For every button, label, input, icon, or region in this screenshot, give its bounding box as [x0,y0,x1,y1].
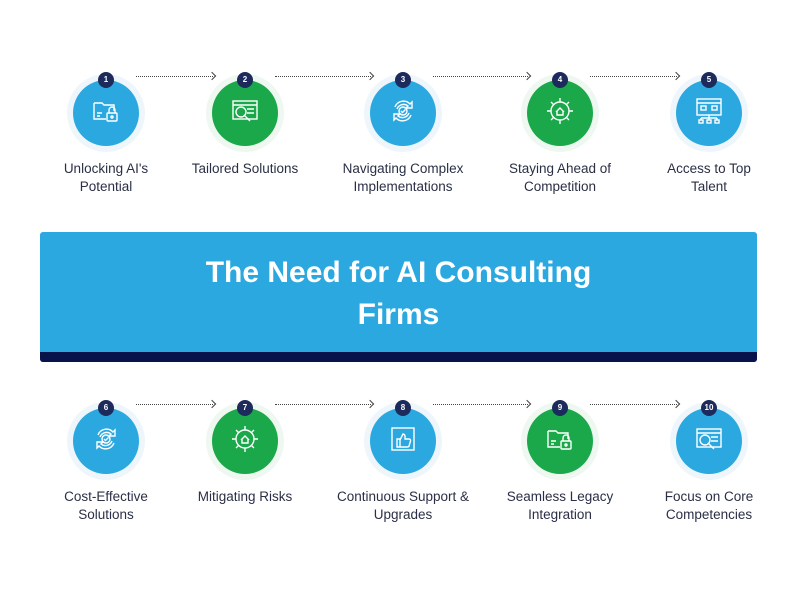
step-label-line-2: Talent [690,179,728,194]
step-label-line-1: Focus on Core [664,489,754,504]
step-icon-circle [212,80,278,146]
step-icon-circle [73,80,139,146]
step-label-line-2: Competition [523,179,597,194]
step-label-line-2: Potential [79,179,133,194]
arrow-connector [433,404,528,405]
arrow-connector [136,404,213,405]
sitemap-icon [693,95,725,132]
folder-lock-icon [90,95,122,132]
browser-search-icon [229,95,261,132]
step-label-line-1: Navigating Complex [342,161,464,176]
step-label-line-2: Solutions [78,507,134,522]
step-icon-circle [676,80,742,146]
title-line-2: Firms [357,298,440,331]
folder-lock-icon [544,423,576,460]
step-number-badge: 7 [237,400,253,416]
step-label-line-2: Integration [528,507,592,522]
step-label-line-1: Tailored Solutions [191,161,299,176]
step-label-line-1: Cost-Effective [64,489,148,504]
page-title: The Need for AI Consulting Firms [40,252,757,336]
step-icon-circle [676,408,742,474]
step-label-line-2: Implementations [353,179,453,194]
step-number-badge: 10 [701,400,717,416]
thumbs-up-icon [387,423,419,460]
step-label-line-2: Upgrades [373,507,433,522]
step-number-badge: 1 [98,72,114,88]
step-label-line-1: Unlocking AI's [63,161,149,176]
arrow-connector [275,404,371,405]
step-label-line-1: Continuous Support & [336,489,470,504]
title-banner: The Need for AI Consulting Firms [40,232,757,362]
arrow-connector [590,404,677,405]
step-label: Tailored Solutions [165,160,325,178]
step-number-badge: 3 [395,72,411,88]
arrow-connector [590,76,677,77]
browser-search-icon [693,423,725,460]
step-number-badge: 8 [395,400,411,416]
step-label: Mitigating Risks [165,488,325,506]
step-icon-circle [370,80,436,146]
step-number-badge: 4 [552,72,568,88]
step-label-line-2: Competencies [665,507,753,522]
step-icon-circle [527,80,593,146]
refresh-check-icon [90,423,122,460]
step-label-line-1: Staying Ahead of [508,161,612,176]
step-label-line-1: Access to Top [667,161,751,176]
step-number-badge: 5 [701,72,717,88]
gear-home-icon [544,95,576,132]
step-number-badge: 6 [98,400,114,416]
step-number-badge: 2 [237,72,253,88]
step-icon-circle [370,408,436,474]
step-label: Staying Ahead of Competition [480,160,640,196]
step-icon-circle [73,408,139,474]
arrow-connector [275,76,371,77]
banner-stripe [40,352,757,362]
step-icon-circle [212,408,278,474]
arrow-connector [433,76,528,77]
step-label-line-1: Mitigating Risks [197,489,293,504]
step-icon-circle [527,408,593,474]
step-number-badge: 9 [552,400,568,416]
refresh-check-icon [387,95,419,132]
gear-home-icon [229,423,261,460]
title-line-1: The Need for AI Consulting [205,256,592,289]
step-label: Continuous Support & Upgrades [323,488,483,524]
step-label-line-1: Seamless Legacy [506,489,614,504]
arrow-connector [136,76,213,77]
